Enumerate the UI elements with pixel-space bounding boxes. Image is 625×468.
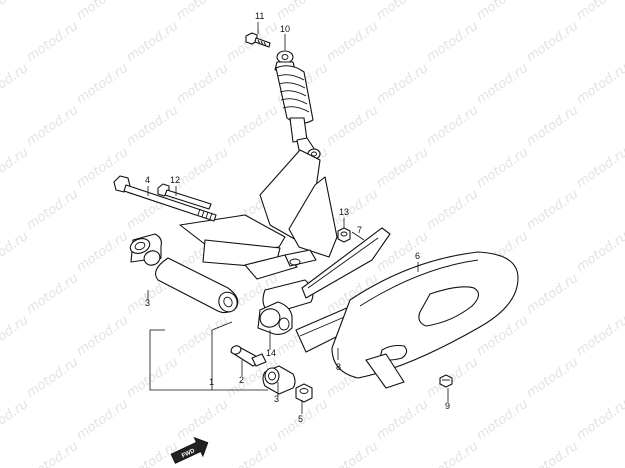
watermark-text: motod.ru [0, 229, 31, 275]
part-2-collar [230, 345, 267, 367]
watermark-text: motod.ru [574, 61, 625, 107]
callout-labels: 11 10 4 12 13 7 6 3 14 1 2 3 8 5 9 [145, 11, 450, 424]
forward-arrow: FWD [170, 436, 209, 464]
callout-7: 7 [357, 225, 362, 235]
part-13-nut [337, 227, 351, 243]
watermark-text: motod.ru [74, 61, 131, 107]
watermark-text: motod.ru [274, 0, 331, 23]
watermark-text: motod.ru [474, 61, 531, 107]
watermark-text: motod.ru [0, 397, 31, 443]
callout-3-lower: 3 [274, 394, 279, 404]
watermark-text: motod.ru [424, 103, 481, 149]
part-10-shock-absorber [274, 50, 321, 165]
watermark-text: motod.ru [524, 19, 581, 65]
watermark-text: motod.ru [124, 355, 181, 401]
watermark-text: motod.ru [174, 61, 231, 107]
callout-9: 9 [445, 401, 450, 411]
watermark-text: motod.ru [574, 229, 625, 275]
watermark-text: motod.ru [374, 397, 431, 443]
watermark-text: motod.ru [574, 397, 625, 443]
part-14-spacer [257, 301, 293, 335]
watermark-text: motod.ru [24, 187, 81, 233]
part-6-chain-case [331, 251, 519, 389]
callout-13: 13 [339, 207, 349, 217]
watermark-text: motod.ru [524, 355, 581, 401]
watermark-text: motod.ru [374, 61, 431, 107]
watermark-text: motod.ru [424, 19, 481, 65]
watermark-text: motod.ru [74, 229, 131, 275]
watermark-text: motod.ru [474, 397, 531, 443]
watermark-text: motod.ru [574, 313, 625, 359]
watermark-text: motod.ru [174, 145, 231, 191]
watermark-text: motod.ru [24, 19, 81, 65]
callout-3-upper: 3 [145, 298, 150, 308]
watermark-text: motod.ru [174, 313, 231, 359]
callout-12: 12 [170, 175, 180, 185]
watermark-text: motod.ru [324, 103, 381, 149]
watermark-text: motod.ru [24, 103, 81, 149]
watermark-text: motod.ru [224, 103, 281, 149]
callout-4: 4 [145, 175, 150, 185]
watermark-text: motod.ru [24, 439, 81, 468]
part-5-nut [295, 383, 313, 403]
part-9-screw [439, 374, 453, 388]
watermark-text: motod.ru [74, 397, 131, 443]
watermark-text: motod.ru [524, 187, 581, 233]
watermark-text: motod.ru [124, 103, 181, 149]
forward-label: FWD [181, 448, 197, 459]
callout-6: 6 [415, 251, 420, 261]
watermark-text: motod.ru [424, 187, 481, 233]
part-4-pivot-bolt [113, 175, 217, 222]
watermark-text: motod.ru [0, 0, 31, 23]
watermark-text: motod.ru [324, 439, 381, 468]
watermark-text: motod.ru [74, 313, 131, 359]
watermark-text: motod.ru [0, 313, 31, 359]
watermark-text: motod.ru [574, 145, 625, 191]
watermark-text: motod.ru [124, 19, 181, 65]
watermark-text: motod.ru [524, 439, 581, 468]
watermark-text: motod.ru [474, 145, 531, 191]
watermark-text: motod.ru [324, 19, 381, 65]
watermark-text: motod.ru [524, 271, 581, 317]
watermark-text: motod.ru [0, 145, 31, 191]
watermark-text: motod.ru [224, 439, 281, 468]
watermark-text: motod.ru [424, 439, 481, 468]
watermark-text: motod.ru [524, 103, 581, 149]
callout-8: 8 [336, 362, 341, 372]
part-11-bolt [245, 32, 271, 48]
callout-10: 10 [280, 24, 290, 34]
watermark-text: motod.ru [374, 145, 431, 191]
watermark-text: motod.ru [174, 397, 231, 443]
watermark-text: motod.ru [474, 0, 531, 23]
callout-2: 2 [239, 375, 244, 385]
callout-5: 5 [298, 414, 303, 424]
watermark-text: motod.ru [0, 61, 31, 107]
leader-lines [147, 22, 449, 414]
callout-1: 1 [209, 377, 214, 387]
part-1-swingarm [155, 149, 338, 315]
watermark-text: motod.ru [74, 0, 131, 23]
watermark-text: motod.ru [24, 355, 81, 401]
watermark-text: motod.ru [374, 0, 431, 23]
part-7-guard-plate [301, 227, 391, 299]
callout-14: 14 [266, 348, 276, 358]
part-3-bush-lower [262, 365, 296, 395]
watermark-text: motod.ru [574, 0, 625, 23]
callout-11: 11 [255, 11, 264, 21]
part-12-bolt [157, 183, 212, 210]
part-3-bush-upper [129, 233, 162, 266]
watermark-text: motod.ru [24, 271, 81, 317]
watermark-text: motod.ru [174, 0, 231, 23]
